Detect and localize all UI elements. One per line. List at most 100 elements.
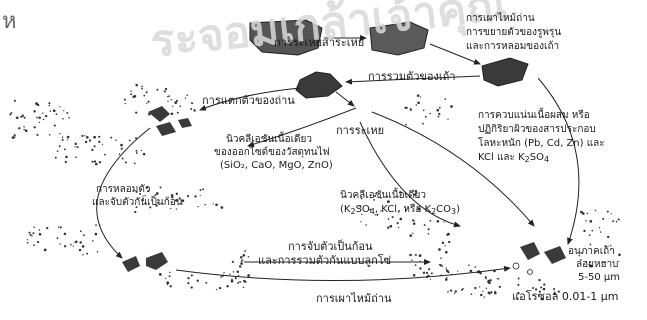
aerosol-dot bbox=[145, 91, 148, 94]
aerosol-dot bbox=[103, 153, 106, 156]
aerosol-dot bbox=[412, 274, 416, 277]
aerosol-dot bbox=[38, 229, 41, 231]
aerosol-dot bbox=[147, 100, 150, 103]
aerosol-dot bbox=[187, 282, 190, 285]
aerosol-dot bbox=[54, 156, 57, 159]
aerosol-dot bbox=[193, 109, 196, 112]
aerosol-dot bbox=[187, 276, 190, 280]
aerosol-dot bbox=[427, 274, 430, 277]
aerosol-dot bbox=[23, 128, 25, 131]
label-melt-2: และจับตัวกันเป็นก้อน bbox=[92, 197, 183, 208]
fragment-small-2 bbox=[156, 122, 176, 136]
aerosol-dot bbox=[236, 270, 240, 273]
aerosol-dot bbox=[190, 274, 193, 277]
aerosol-dot bbox=[93, 160, 97, 163]
aerosol-dot bbox=[493, 291, 497, 295]
aerosol-dot bbox=[166, 281, 170, 285]
label-vaporize: การระเหยสาระเหย bbox=[274, 36, 365, 49]
aerosol-dot bbox=[438, 112, 441, 116]
aerosol-dot bbox=[447, 118, 449, 120]
label-refractory-2: ของออกไซด์ของวัสดุทนไฟ bbox=[214, 147, 330, 158]
aerosol-dot bbox=[517, 277, 520, 280]
aerosol-dot bbox=[187, 195, 190, 198]
aerosol-dot bbox=[179, 105, 182, 108]
aerosol-dot bbox=[74, 242, 76, 244]
aerosol-dot bbox=[86, 136, 89, 139]
aerosol-dot bbox=[175, 99, 179, 102]
aerosol-dot bbox=[215, 203, 218, 207]
aerosol-dot bbox=[482, 290, 484, 292]
aerosol-dot bbox=[438, 263, 441, 266]
aerosol-dot bbox=[59, 132, 61, 135]
aerosol-dot bbox=[450, 289, 453, 292]
aerosol-dot bbox=[26, 239, 29, 241]
aerosol-dot bbox=[490, 291, 493, 294]
aerosol-dot bbox=[66, 135, 70, 139]
aerosol-dot bbox=[74, 142, 77, 146]
aerosol-dot bbox=[220, 276, 222, 278]
aerosol-dot bbox=[422, 122, 424, 125]
aerosol-dot bbox=[417, 196, 420, 198]
coarse-ash-particle-2 bbox=[544, 246, 566, 264]
aerosol-dot bbox=[164, 87, 168, 91]
aerosol-dot bbox=[142, 197, 145, 200]
aerosol-dot bbox=[24, 129, 28, 132]
aerosol-dot bbox=[427, 233, 430, 235]
aerosol-dot bbox=[101, 143, 104, 146]
agglomerate-left-2 bbox=[146, 252, 168, 270]
aerosol-dot bbox=[94, 232, 98, 236]
aerosol-dot bbox=[538, 278, 541, 282]
aerosol-dot bbox=[436, 108, 440, 112]
aerosol-dot bbox=[543, 283, 546, 286]
aerosol-dot bbox=[48, 104, 50, 107]
aerosol-dot bbox=[419, 267, 422, 270]
aerosol-dot bbox=[170, 112, 174, 116]
aerosol-dot bbox=[416, 94, 420, 97]
aerosol-dot bbox=[412, 222, 416, 226]
aerosol-dot bbox=[175, 208, 178, 210]
aerosol-dot bbox=[46, 226, 49, 230]
arrow-melt bbox=[96, 127, 151, 259]
aerosol-dot bbox=[448, 240, 451, 244]
aerosol-dot bbox=[232, 271, 235, 273]
aerosol-dot bbox=[70, 243, 72, 246]
aerosol-dot bbox=[135, 191, 138, 193]
aerosol-dot bbox=[190, 108, 193, 111]
aerosol-dot bbox=[36, 103, 40, 107]
aerosol-dot bbox=[454, 290, 457, 293]
aerosol-dot bbox=[404, 106, 406, 109]
arrow-coarse-branch bbox=[537, 77, 580, 245]
label-condensation-4: KCl และ K2SO4 bbox=[478, 152, 550, 164]
aerosol-dot bbox=[23, 126, 25, 128]
aerosol-dot bbox=[33, 226, 35, 228]
arrow-evaporation bbox=[335, 91, 355, 107]
label-char-burn-2: การขยายตัวของรูพรุน bbox=[466, 27, 562, 38]
aerosol-dot bbox=[604, 245, 607, 248]
aerosol-dot bbox=[186, 94, 188, 97]
aerosol-dot bbox=[135, 149, 138, 152]
aerosol-dot bbox=[18, 127, 21, 130]
aerosol-dot bbox=[479, 271, 482, 275]
aerosol-dot bbox=[444, 245, 446, 247]
aerosol-dot bbox=[391, 216, 394, 219]
aerosol-dot bbox=[247, 274, 250, 277]
aerosol-dot bbox=[447, 291, 449, 293]
aerosol-dot bbox=[48, 102, 51, 105]
aerosol-dot bbox=[42, 112, 44, 114]
aerosol-dot bbox=[13, 99, 16, 102]
aerosol-dot bbox=[194, 195, 197, 198]
aerosol-dot bbox=[158, 273, 162, 276]
aerosol-dot bbox=[589, 264, 593, 268]
aerosol-dot bbox=[446, 233, 449, 236]
aerosol-dot bbox=[589, 219, 593, 223]
aerosol-dot bbox=[31, 235, 33, 237]
aerosol-dot bbox=[413, 220, 415, 222]
aerosol-dot bbox=[63, 109, 65, 112]
aerosol-dot bbox=[430, 272, 433, 275]
label-coarse-ash-1: อนุภาคเถ้า bbox=[568, 246, 615, 257]
aerosol-dot bbox=[441, 241, 445, 245]
aerosol-dot bbox=[23, 116, 26, 119]
aerosol-dot bbox=[142, 199, 144, 202]
aerosol-dot bbox=[133, 162, 136, 165]
aerosol-dot bbox=[417, 207, 421, 211]
